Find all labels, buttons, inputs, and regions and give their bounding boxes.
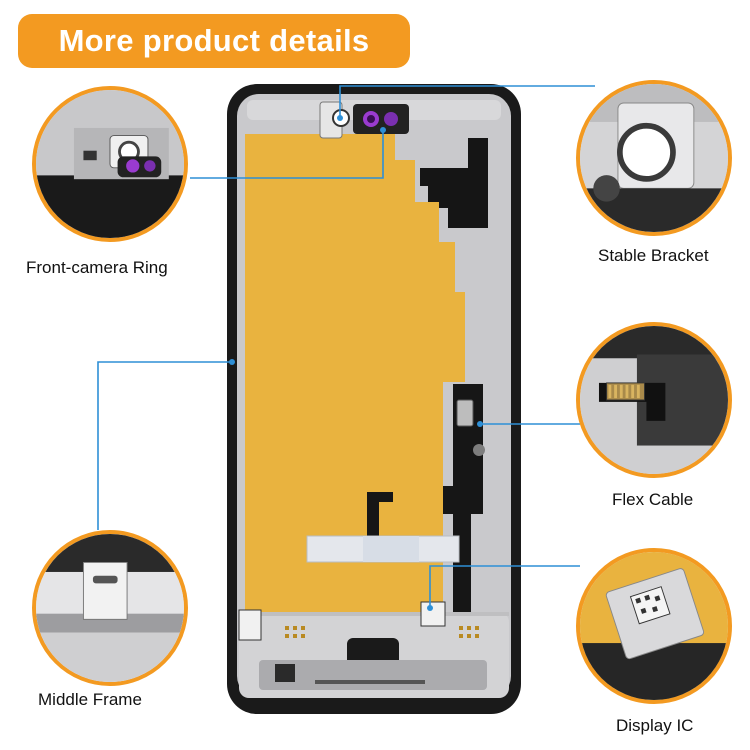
yellow-adhesive <box>245 134 465 612</box>
zoom-flex-cable <box>576 322 732 478</box>
line-middle-frame <box>97 361 232 530</box>
flex-connector <box>456 399 474 427</box>
label-stable-bracket: Stable Bracket <box>598 246 709 265</box>
zoom-middle-frame <box>32 530 188 686</box>
title-banner: More product details <box>18 14 410 68</box>
qr-code-right <box>420 601 446 627</box>
zoom-front-camera-ring <box>32 86 188 242</box>
zoom-display-ic <box>576 548 732 704</box>
gold-contacts-left <box>285 626 305 638</box>
sensor-bracket <box>353 104 409 134</box>
zoom-stable-bracket <box>576 80 732 236</box>
screen-panel-illustration <box>227 84 521 714</box>
label-flex-cable: Flex Cable <box>612 490 694 509</box>
label-middle-frame: Middle Frame <box>38 690 142 709</box>
purple-sensor-right <box>384 112 398 126</box>
qr-code-left <box>238 609 262 641</box>
front-camera-ring <box>332 109 350 127</box>
center-flex <box>367 492 393 538</box>
gold-contacts-right <box>459 626 479 638</box>
label-front-camera-ring: Front-camera Ring <box>26 258 168 277</box>
label-display-ic: Display IC <box>616 716 694 735</box>
page-title: More product details <box>58 23 370 58</box>
